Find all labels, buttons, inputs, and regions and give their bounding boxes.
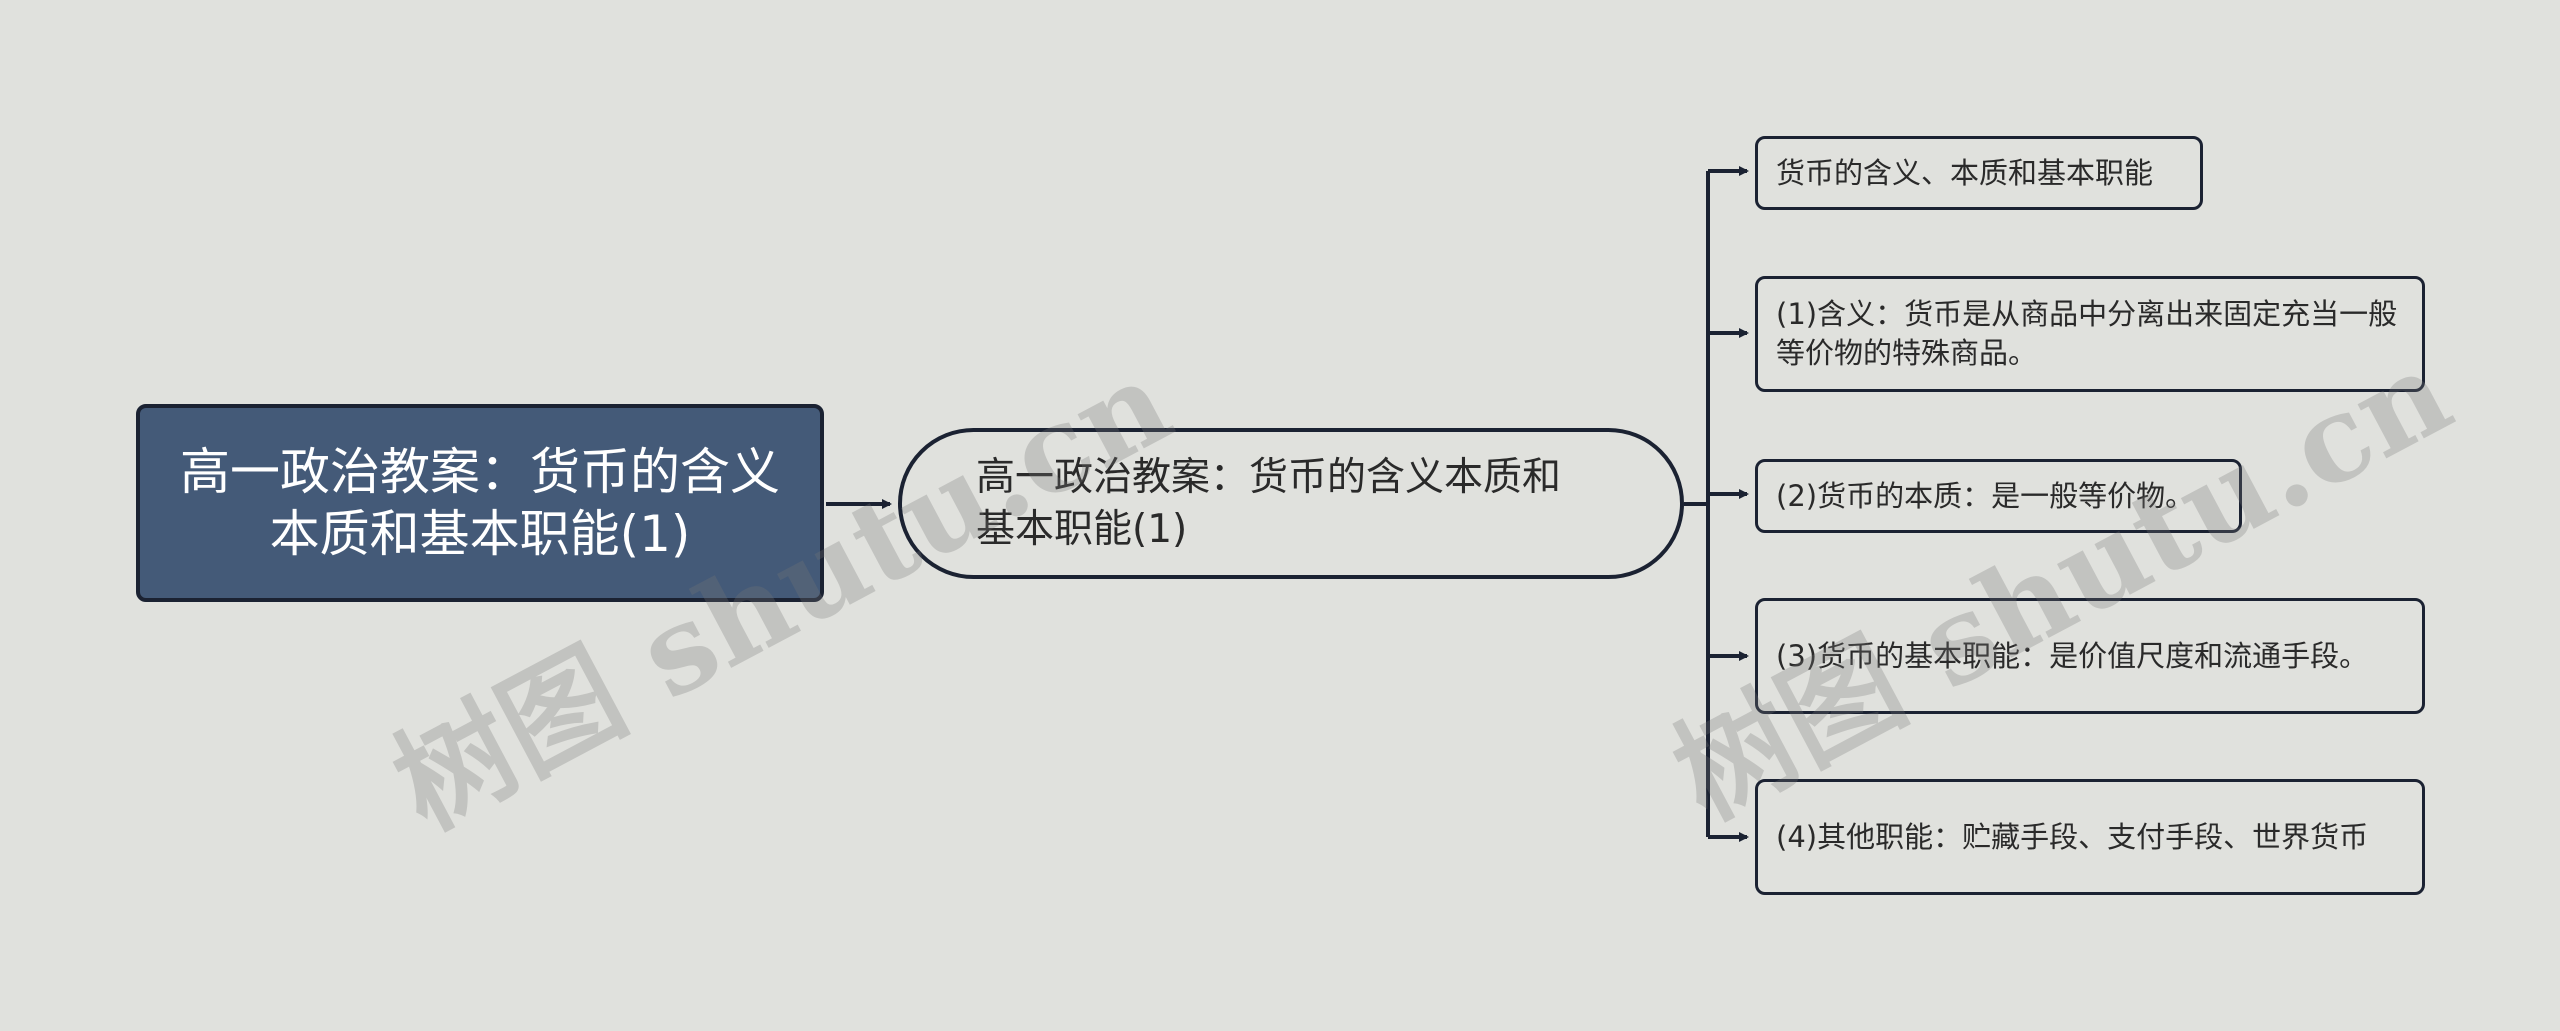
main-topic-label: 高一政治教案：货币的含义本质和基本职能(1) — [976, 454, 1562, 552]
subtopic-label: (3)货币的基本职能：是价值尺度和流通手段。 — [1776, 638, 2369, 673]
root-topic-label: 高一政治教案：货币的含义本质和基本职能(1) — [180, 443, 780, 563]
root-topic-node[interactable]: 高一政治教案：货币的含义本质和基本职能(1) — [136, 404, 824, 602]
subtopic-node-meaning[interactable]: (1)含义：货币是从商品中分离出来固定充当一般等价物的特殊商品。 — [1755, 276, 2425, 392]
subtopic-node-definition-heading[interactable]: 货币的含义、本质和基本职能 — [1755, 136, 2203, 210]
subtopic-node-other-functions[interactable]: (4)其他职能：贮藏手段、支付手段、世界货币 — [1755, 779, 2425, 895]
subtopic-label: (1)含义：货币是从商品中分离出来固定充当一般等价物的特殊商品。 — [1776, 297, 2398, 370]
main-topic-node[interactable]: 高一政治教案：货币的含义本质和基本职能(1) — [898, 428, 1684, 579]
subtopic-label: (4)其他职能：贮藏手段、支付手段、世界货币 — [1776, 819, 2369, 854]
subtopic-node-basic-functions[interactable]: (3)货币的基本职能：是价值尺度和流通手段。 — [1755, 598, 2425, 714]
subtopic-label: 货币的含义、本质和基本职能 — [1776, 155, 2154, 190]
subtopic-label: (2)货币的本质：是一般等价物。 — [1776, 478, 2195, 513]
subtopic-node-essence[interactable]: (2)货币的本质：是一般等价物。 — [1755, 459, 2242, 533]
